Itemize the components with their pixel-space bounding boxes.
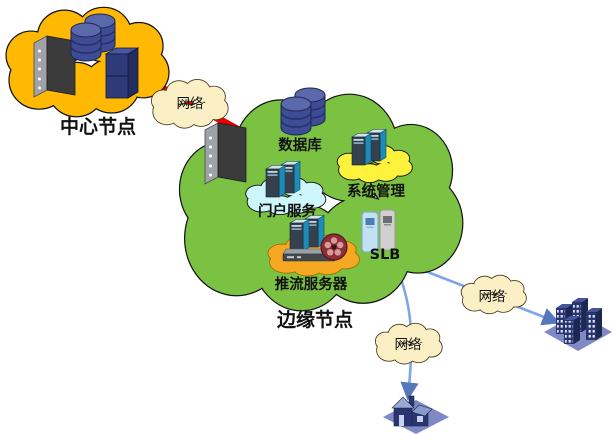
tower-server-icon — [104, 47, 140, 99]
network-cloud-buildings: 网络 — [462, 276, 526, 314]
center-node-label: 中心节点 — [60, 115, 136, 138]
network-label: 网络 — [177, 96, 204, 112]
server-pair-icon — [266, 162, 300, 198]
slb-label: SLB — [370, 247, 401, 263]
network-label: 网络 — [479, 289, 506, 305]
slb-towers-icon — [361, 211, 379, 253]
streaming-service: 推流服务器 — [268, 216, 359, 293]
rack-cabinet-icon — [33, 35, 76, 98]
edge-node-label: 边缘节点 — [276, 309, 353, 331]
network-label: 网络 — [395, 337, 422, 353]
database-label: 数据库 — [278, 136, 322, 154]
edge-node: 数据库 系统管理 门户服务 — [180, 88, 462, 310]
system-management-label: 系统管理 — [347, 182, 405, 200]
rack-cabinet-icon — [204, 122, 247, 185]
portal-service: 门户服务 — [246, 162, 325, 220]
database-service: 数据库 — [278, 88, 325, 154]
office-buildings-icon — [544, 298, 612, 351]
film-reel-icon — [320, 233, 348, 261]
portal-label: 门户服务 — [258, 202, 316, 220]
slb-towers-icon — [379, 209, 396, 251]
system-management-service: 系统管理 — [338, 130, 412, 200]
streaming-label: 推流服务器 — [275, 275, 348, 293]
center-node: 中心节点 — [7, 8, 169, 138]
home-icon — [383, 395, 449, 434]
network-cloud-home: 网络 — [376, 324, 442, 364]
server-pair-icon — [352, 130, 386, 166]
slb-service: SLB — [361, 209, 401, 263]
access-link-home — [397, 272, 419, 401]
network-cloud-backbone: 网络 — [152, 80, 228, 128]
server-pair-icon — [290, 216, 324, 252]
